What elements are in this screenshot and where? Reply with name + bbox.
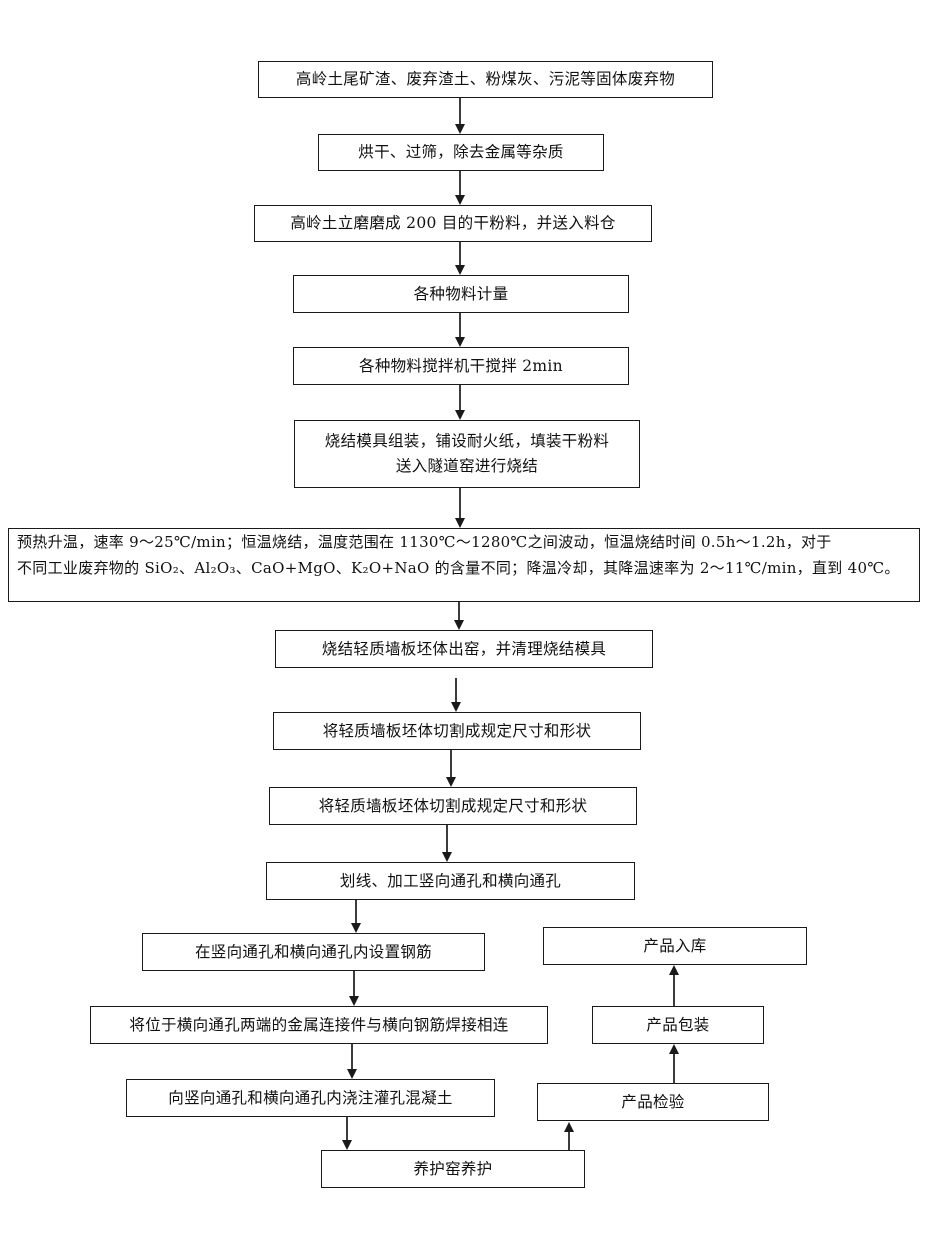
step-product-storage-text: 产品入库 xyxy=(643,936,707,955)
arrow-s11-s12 xyxy=(351,900,361,933)
arrow-s14-s15 xyxy=(342,1117,352,1150)
arrow-s5-s6 xyxy=(455,385,465,420)
step-kiln-curing: 养护窑养护 xyxy=(321,1150,585,1188)
arrow-s10-s11 xyxy=(442,825,452,862)
step-cutting-2-text: 将轻质墙板坯体切割成规定尺寸和形状 xyxy=(318,796,588,815)
step-product-inspection-text: 产品检验 xyxy=(621,1092,685,1111)
step-mold-assembly-line2: 送入隧道窑进行烧结 xyxy=(395,457,539,475)
step-drilling-holes: 划线、加工竖向通孔和横向通孔 xyxy=(266,862,635,900)
step-metering-text: 各种物料计量 xyxy=(413,284,509,303)
arrow-s15-s16 xyxy=(564,1122,574,1150)
arrow-s3-s4 xyxy=(455,242,465,275)
arrow-s9-s10 xyxy=(446,750,456,787)
step-cutting-1-text: 将轻质墙板坯体切割成规定尺寸和形状 xyxy=(322,721,592,740)
step-product-packaging: 产品包装 xyxy=(592,1006,764,1044)
arrow-s16-s17 xyxy=(669,1044,679,1083)
arrow-s4-s5 xyxy=(455,313,465,347)
step-drying-screening-text: 烘干、过筛，除去金属等杂质 xyxy=(358,143,564,161)
step-grouting-concrete-text: 向竖向通孔和横向通孔内浇注灌孔混凝土 xyxy=(168,1088,453,1107)
step-sintering-parameters-line1: 预热升温，速率 9～25℃/min；恒温烧结，温度范围在 1130℃～1280℃… xyxy=(17,533,832,551)
step-grouting-concrete: 向竖向通孔和横向通孔内浇注灌孔混凝土 xyxy=(126,1079,495,1117)
step-dry-mixing-text: 各种物料搅拌机干搅拌 2min xyxy=(359,356,563,375)
step-grinding-text: 高岭土立磨磨成 200 目的干粉料，并送入料仓 xyxy=(290,214,616,232)
arrow-s1-s2 xyxy=(455,98,465,134)
arrow-s13-s14 xyxy=(347,1044,357,1079)
step-product-packaging-text: 产品包装 xyxy=(646,1015,710,1034)
step-cutting-2: 将轻质墙板坯体切割成规定尺寸和形状 xyxy=(269,787,637,825)
step-grinding: 高岭土立磨磨成 200 目的干粉料，并送入料仓 xyxy=(254,205,652,242)
step-cutting-1: 将轻质墙板坯体切割成规定尺寸和形状 xyxy=(273,712,641,750)
step-welding-connectors-text: 将位于横向通孔两端的金属连接件与横向钢筋焊接相连 xyxy=(129,1015,509,1034)
step-product-storage: 产品入库 xyxy=(543,927,807,965)
step-mold-assembly-line1: 烧结模具组装，铺设耐火纸，填装干粉料 xyxy=(324,432,610,450)
step-drilling-holes-text: 划线、加工竖向通孔和横向通孔 xyxy=(339,871,562,890)
step-kiln-exit: 烧结轻质墙板坯体出窑，并清理烧结模具 xyxy=(275,630,653,668)
step-mold-assembly: 烧结模具组装，铺设耐火纸，填装干粉料 送入隧道窑进行烧结 xyxy=(294,420,640,488)
step-kiln-curing-text: 养护窑养护 xyxy=(413,1159,493,1178)
step-product-inspection: 产品检验 xyxy=(537,1083,769,1121)
step-rebar-placement-text: 在竖向通孔和横向通孔内设置钢筋 xyxy=(194,942,432,961)
step-dry-mixing: 各种物料搅拌机干搅拌 2min xyxy=(293,347,629,385)
arrow-s17-s18 xyxy=(669,965,679,1006)
step-solid-waste-input-text: 高岭土尾矿渣、废弃渣土、粉煤灰、污泥等固体废弃物 xyxy=(295,70,676,88)
step-rebar-placement: 在竖向通孔和横向通孔内设置钢筋 xyxy=(142,933,485,971)
arrow-s12-s13 xyxy=(349,971,359,1006)
arrow-s7-s8 xyxy=(454,602,464,630)
step-sintering-parameters: 预热升温，速率 9～25℃/min；恒温烧结，温度范围在 1130℃～1280℃… xyxy=(8,528,920,602)
step-drying-screening: 烘干、过筛，除去金属等杂质 xyxy=(318,134,604,171)
step-sintering-parameters-line2: 不同工业废弃物的 SiO₂、Al₂O₃、CaO+MgO、K₂O+NaO 的含量不… xyxy=(17,559,900,577)
step-metering: 各种物料计量 xyxy=(293,275,629,313)
step-solid-waste-input: 高岭土尾矿渣、废弃渣土、粉煤灰、污泥等固体废弃物 xyxy=(258,61,713,98)
step-welding-connectors: 将位于横向通孔两端的金属连接件与横向钢筋焊接相连 xyxy=(90,1006,548,1044)
step-kiln-exit-text: 烧结轻质墙板坯体出窑，并清理烧结模具 xyxy=(321,639,607,658)
arrow-s8-s9 xyxy=(451,678,461,712)
arrow-s6-s7 xyxy=(455,488,465,528)
arrow-s2-s3 xyxy=(455,171,465,205)
